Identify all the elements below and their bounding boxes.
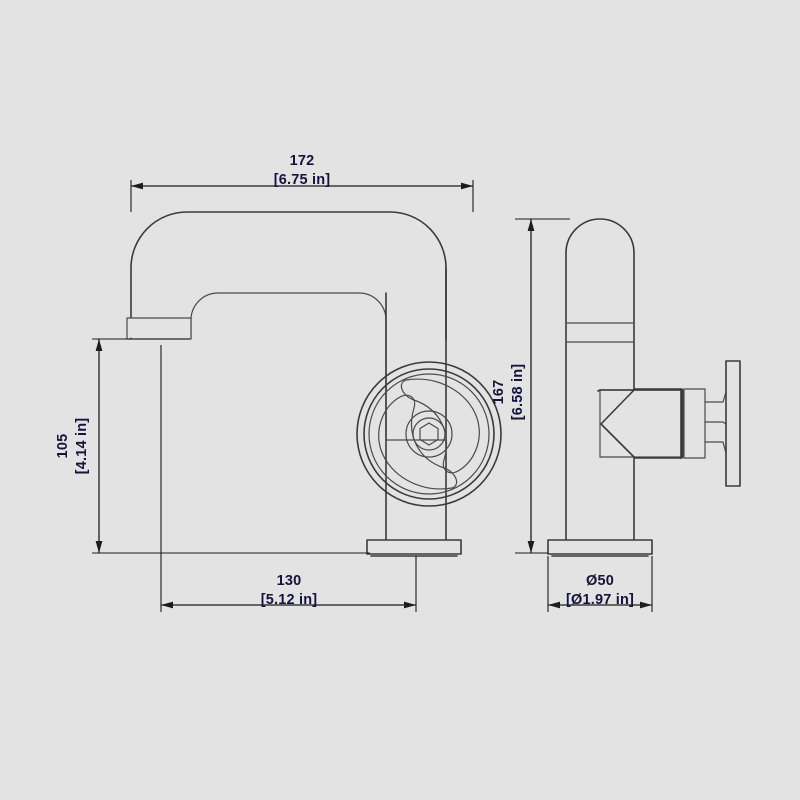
handwheel-rim-outer <box>356 361 502 507</box>
overall-width-arrow-right <box>461 182 473 190</box>
spout-height-metric-label: 105 <box>55 434 71 459</box>
spout-height-arrow-top <box>95 339 103 351</box>
dimension-overall-height: 167 [6.58 in] <box>491 218 570 554</box>
gooseneck-spout-outer <box>130 211 447 341</box>
gooseneck-spout-inner <box>190 292 387 441</box>
spout-reach-metric-label: 130 <box>277 573 302 589</box>
overall-height-metric-label: 167 <box>491 380 507 405</box>
overall-height-arrow-top <box>527 219 535 231</box>
base-diameter-imperial-label: [Ø1.97 in] <box>566 592 634 608</box>
valve-bonnet <box>683 388 706 459</box>
base-diameter-metric-label: Ø50 <box>586 573 614 589</box>
handwheel-hub-collar <box>412 417 446 451</box>
spout-reach-arrow-right <box>404 601 416 609</box>
overall-width-arrow-left <box>131 182 143 190</box>
dimension-spout-height: 105 [4.14 in] <box>55 338 370 554</box>
handle-spoke-upper <box>704 391 727 403</box>
valve-body-taper <box>599 389 684 458</box>
overall-height-arrow-bottom <box>527 541 535 553</box>
spout-height-imperial-label: [4.14 in] <box>74 418 90 475</box>
side-view <box>547 218 741 557</box>
base-diameter-arrow-left <box>548 601 560 609</box>
handwheel-rim-face <box>368 373 490 495</box>
base-flange-side <box>547 539 653 555</box>
handwheel[interactable] <box>356 361 502 507</box>
handle-spoke-lower <box>704 441 727 454</box>
side-body-column <box>565 218 635 553</box>
overall-height-imperial-label: [6.58 in] <box>510 364 526 421</box>
handle-spoke-middle <box>704 421 727 425</box>
handwheel-spoke-lower <box>378 394 458 490</box>
dimension-overall-width: 172 [6.75 in] <box>130 153 474 212</box>
spout-height-arrow-bottom <box>95 541 103 553</box>
spout-aerator-band <box>126 317 192 340</box>
overall-width-metric-label: 172 <box>290 153 315 169</box>
valve-body-outline <box>600 388 683 459</box>
valve-body-cone <box>597 389 684 392</box>
handle-disc <box>725 360 741 487</box>
base-flange-front <box>366 539 462 555</box>
handwheel-rim-inner <box>363 368 495 500</box>
handwheel-hub-hex-nut <box>419 422 439 446</box>
spout-reach-imperial-label: [5.12 in] <box>261 592 318 608</box>
dimension-spout-reach: 130 [5.12 in] <box>160 345 417 612</box>
front-view <box>126 211 502 557</box>
overall-width-imperial-label: [6.75 in] <box>274 172 331 188</box>
handwheel-hub-ring <box>405 410 453 458</box>
spout-reach-arrow-left <box>161 601 173 609</box>
base-diameter-arrow-right <box>640 601 652 609</box>
dimension-base-diameter: Ø50 [Ø1.97 in] <box>547 556 653 612</box>
